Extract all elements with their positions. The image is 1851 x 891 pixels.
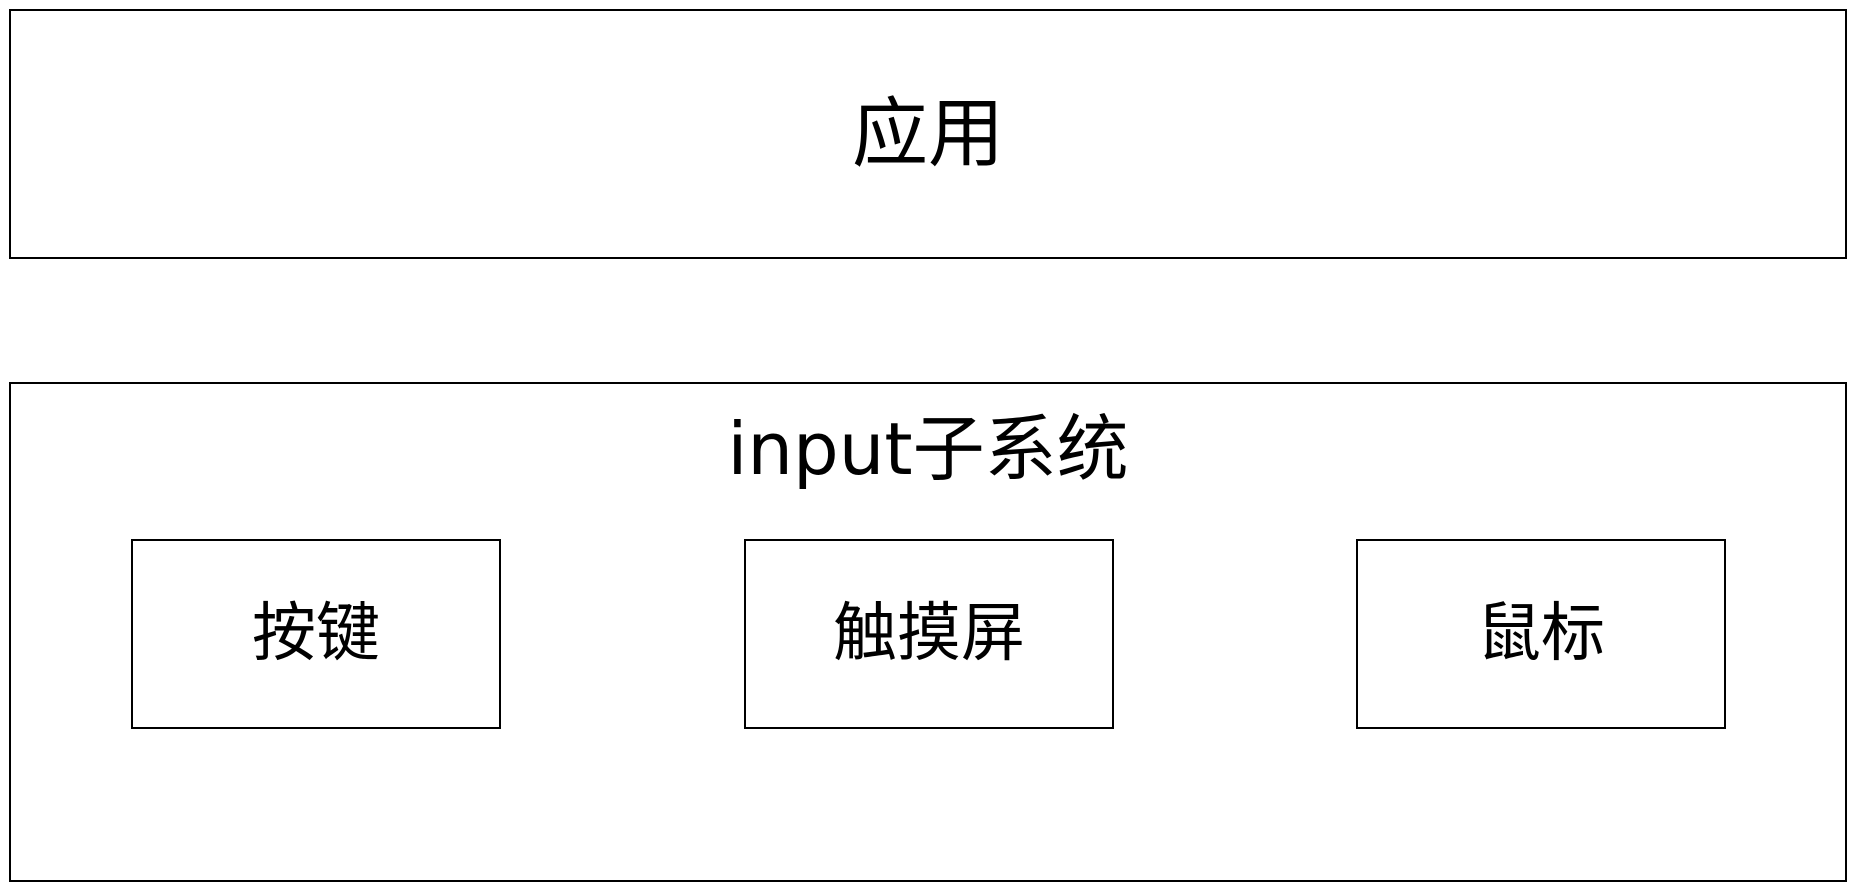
keyboard-device-label: 按键 [252,597,380,671]
touchscreen-device-box: 触摸屏 [744,539,1114,729]
input-subsystem-box: input子系统 按键 触摸屏 鼠标 [9,382,1847,882]
input-subsystem-label: input子系统 [727,407,1129,491]
touchscreen-device-label: 触摸屏 [833,597,1025,671]
mouse-device-box: 鼠标 [1356,539,1726,729]
keyboard-device-box: 按键 [131,539,501,729]
mouse-device-label: 鼠标 [1477,597,1605,671]
application-layer-label: 应用 [852,89,1004,178]
application-layer-box: 应用 [9,9,1847,259]
